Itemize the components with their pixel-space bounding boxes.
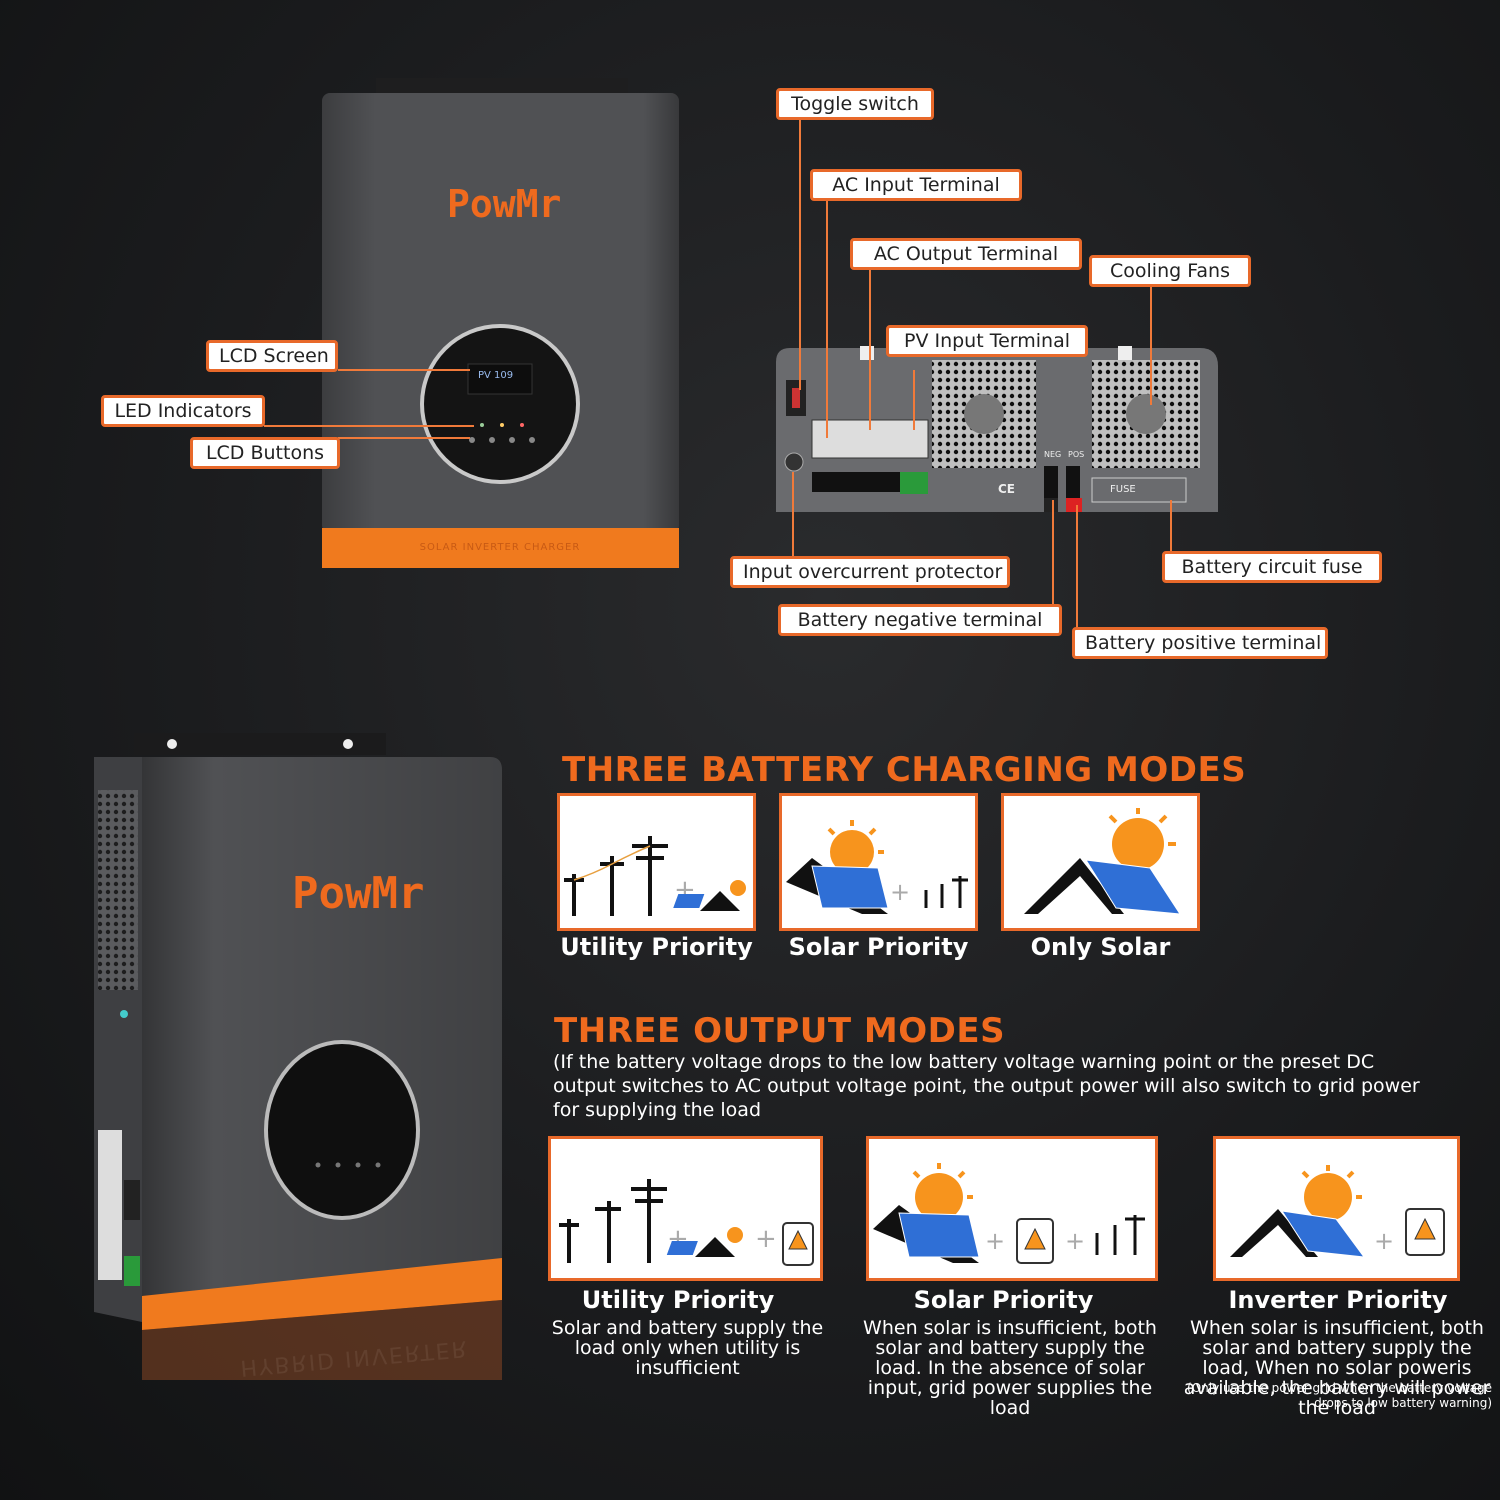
svg-text:+: + [985, 1227, 1005, 1255]
neg-label: NEG [1044, 450, 1062, 459]
output-card-inverter: + [1213, 1136, 1460, 1281]
fuse-label: FUSE [1110, 484, 1136, 495]
leader-ac-output [869, 270, 871, 430]
charging-label-only-solar: Only Solar [1030, 933, 1171, 961]
leader-battery-fuse [1170, 500, 1172, 552]
callout-battery-fuse: Battery circuit fuse [1162, 551, 1382, 583]
charging-modes-title: THREE BATTERY CHARGING MODES [562, 750, 1247, 790]
output-card-utility: + + [548, 1136, 823, 1281]
output-label-utility: Utility Priority [581, 1286, 775, 1314]
output-label-inverter: Inverter Priority [1228, 1286, 1448, 1314]
output-label-solar: Solar Priority [913, 1286, 1094, 1314]
callout-lcd-screen: LCD Screen [206, 340, 338, 372]
output-desc-solar: When solar is insufficient, both solar a… [863, 1317, 1157, 1419]
callout-toggle-switch: Toggle switch [776, 88, 934, 120]
utility-battery-icon: + + [559, 1179, 814, 1266]
leader-battery-positive [1076, 505, 1078, 627]
callout-ac-output: AC Output Terminal [850, 238, 1082, 270]
callout-led-indicators: LED Indicators [101, 395, 265, 427]
leader-lcd-screen [338, 369, 470, 371]
callout-ac-input: AC Input Terminal [810, 169, 1022, 201]
output-fine-inverter: (Only use the power grid when the batter… [1187, 1381, 1492, 1410]
leader-input-overcurrent [792, 472, 794, 558]
callout-cooling-fans: Cooling Fans [1089, 255, 1251, 287]
svg-text:+: + [1065, 1227, 1085, 1255]
brand-logo: PowMr [447, 182, 562, 226]
charging-label-solar: Solar Priority [788, 933, 969, 961]
solar-battery-icon: + + [873, 1163, 1145, 1264]
lcd-readout: PV 109 [478, 370, 514, 381]
charging-card-solar: + [779, 793, 978, 931]
output-desc-inverter: When solar is insufficient, both solar a… [1183, 1317, 1491, 1419]
callout-lcd-buttons: LCD Buttons [190, 437, 340, 469]
callout-battery-positive: Battery positive terminal [1072, 627, 1328, 659]
output-modes-title: THREE OUTPUT MODES [554, 1011, 1006, 1051]
leader-ac-input [826, 198, 828, 438]
solar-panel-icon: + [786, 820, 968, 914]
svg-text:+: + [1374, 1227, 1394, 1255]
solar-roof-battery-icon: + [1230, 1165, 1445, 1258]
leader-cooling-fans [1150, 285, 1152, 405]
leader-toggle-switch [799, 120, 801, 390]
charging-card-only-solar [1001, 793, 1200, 931]
utility-pole-icon: + [564, 836, 746, 916]
brand-logo-angled: PowMr [292, 868, 425, 919]
ce-mark: CE [998, 482, 1016, 496]
svg-text:+: + [890, 878, 910, 906]
callout-input-overcurrent: Input overcurrent protector [730, 556, 1010, 588]
leader-pv-input [913, 370, 915, 430]
callout-battery-negative: Battery negative terminal [778, 604, 1062, 636]
svg-text:+: + [755, 1224, 777, 1254]
output-card-solar: + + [866, 1136, 1158, 1281]
leader-lcd-buttons [338, 437, 470, 439]
charging-card-utility: + [557, 793, 756, 931]
front-strip-label: SOLAR INVERTER CHARGER [419, 542, 581, 553]
pos-label: POS [1068, 450, 1085, 459]
output-desc-utility: Solar and battery supply the load only w… [551, 1317, 824, 1379]
callout-pv-input: PV Input Terminal [886, 325, 1088, 357]
leader-led-indicators [264, 425, 474, 427]
output-modes-note: (If the battery voltage drops to the low… [553, 1051, 1420, 1121]
charging-label-utility: Utility Priority [560, 933, 753, 961]
leader-battery-negative [1052, 500, 1054, 605]
solar-roof-icon [1024, 808, 1181, 915]
